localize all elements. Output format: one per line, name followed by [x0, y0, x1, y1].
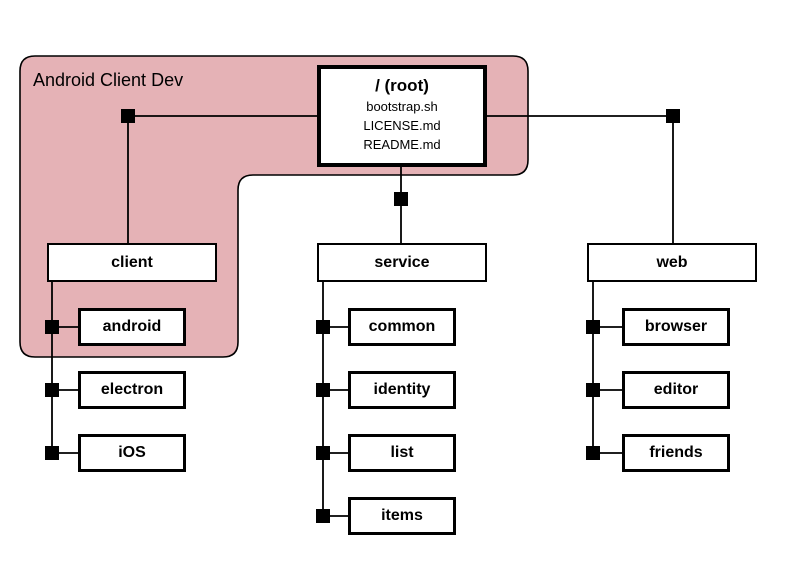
junction-square: [316, 383, 330, 397]
node-list: list: [348, 434, 456, 472]
junction-square: [666, 109, 680, 123]
junction-squares: [45, 109, 680, 523]
node-editor: editor: [622, 371, 730, 409]
root-file: README.md: [363, 137, 441, 152]
junction-square: [586, 446, 600, 460]
node-electron: electron: [78, 371, 186, 409]
node-browser: browser: [622, 308, 730, 346]
junction-square: [45, 446, 59, 460]
node-client: client: [47, 243, 217, 282]
node-identity: identity: [348, 371, 456, 409]
junction-square: [586, 320, 600, 334]
root-file: bootstrap.sh: [366, 99, 438, 114]
group-label: Android Client Dev: [33, 70, 184, 90]
node-ios: iOS: [78, 434, 186, 472]
node-root: / (root) bootstrap.sh LICENSE.md README.…: [317, 65, 487, 167]
junction-square: [394, 192, 408, 206]
root-title: / (root): [375, 76, 429, 95]
junction-square: [316, 320, 330, 334]
root-file: LICENSE.md: [363, 118, 441, 133]
junction-square: [316, 446, 330, 460]
node-service: service: [317, 243, 487, 282]
node-items: items: [348, 497, 456, 535]
node-web: web: [587, 243, 757, 282]
junction-square: [45, 320, 59, 334]
node-friends: friends: [622, 434, 730, 472]
junction-square: [121, 109, 135, 123]
node-common: common: [348, 308, 456, 346]
node-android: android: [78, 308, 186, 346]
junction-square: [45, 383, 59, 397]
junction-square: [586, 383, 600, 397]
junction-square: [316, 509, 330, 523]
